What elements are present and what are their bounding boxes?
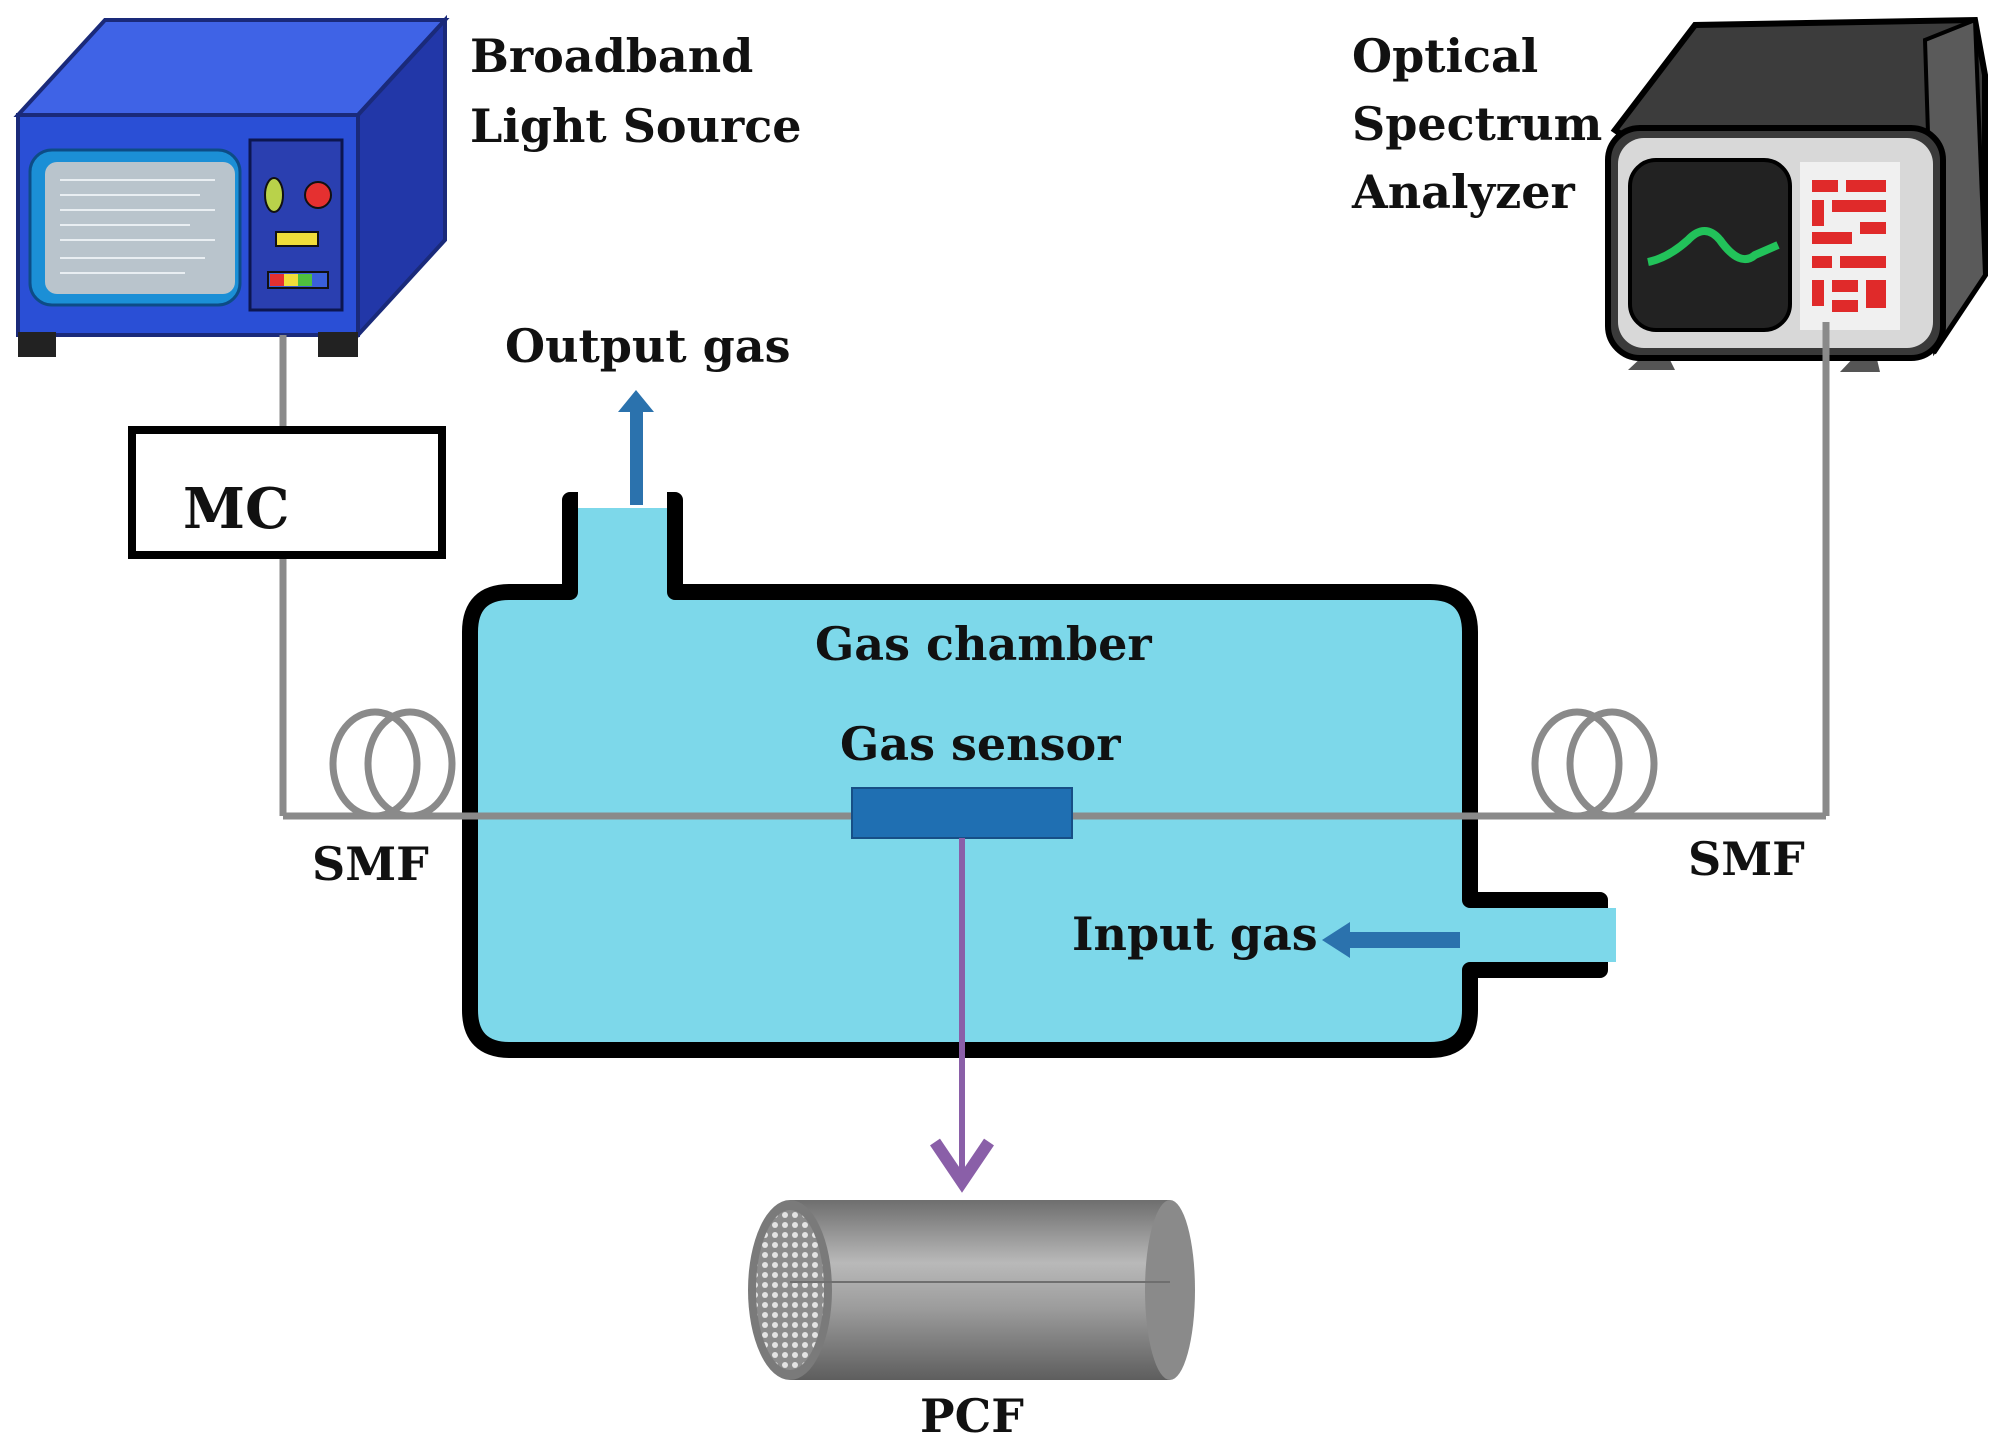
gas-sensor-label: Gas sensor bbox=[840, 717, 1121, 771]
smf-label-left: SMF bbox=[312, 837, 429, 891]
output-gas-label: Output gas bbox=[505, 319, 791, 373]
light-source-label-line-2: Light Source bbox=[470, 99, 802, 153]
photonic-crystal-fiber-icon bbox=[748, 1200, 1195, 1380]
input-gas-label: Input gas bbox=[1072, 907, 1318, 961]
gas-chamber bbox=[462, 492, 1608, 1058]
mc-box: MC bbox=[128, 426, 446, 559]
gas-sensor bbox=[851, 787, 1073, 839]
pcf-label: PCF bbox=[920, 1389, 1024, 1439]
input-gas-arrow bbox=[1322, 922, 1460, 958]
smf-coil-right bbox=[1531, 708, 1658, 820]
broadband-light-source-device-icon bbox=[13, 14, 450, 357]
smf-coil-left bbox=[329, 708, 456, 820]
sensor-to-pcf-arrow bbox=[930, 838, 994, 1193]
smf-label-right: SMF bbox=[1688, 832, 1805, 886]
optical-spectrum-analyzer-device-icon bbox=[1605, 16, 1988, 372]
light-source-label: Broadband Light Source bbox=[470, 29, 802, 153]
output-gas-arrow bbox=[618, 390, 654, 505]
light-source-label-line-1: Broadband bbox=[470, 29, 753, 83]
mc-label: MC bbox=[183, 476, 290, 542]
osa-label-line-3: Analyzer bbox=[1351, 165, 1576, 219]
gas-chamber-label: Gas chamber bbox=[815, 617, 1152, 671]
osa-label: Optical Spectrum Analyzer bbox=[1351, 29, 1602, 219]
osa-label-line-1: Optical bbox=[1352, 29, 1538, 83]
osa-label-line-2: Spectrum bbox=[1352, 97, 1602, 151]
